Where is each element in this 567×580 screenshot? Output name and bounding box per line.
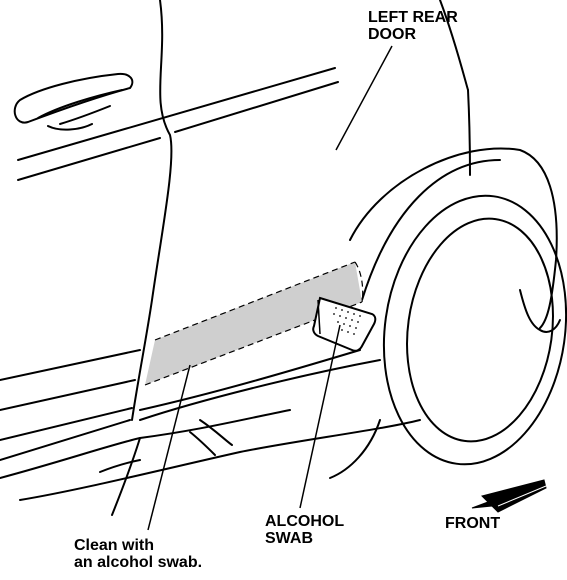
wheel-arch-inner: [361, 159, 501, 301]
skirt-detail-2: [189, 431, 216, 456]
label-clean-instruction-line-2: an alcohol swab.: [74, 554, 203, 571]
skirt-bottom: [19, 419, 421, 501]
mud-flap-edge: [519, 289, 561, 333]
label-alcohol-swab-line-1: ALCOHOL: [265, 513, 345, 530]
label-front: FRONT: [445, 515, 501, 532]
skirt-detail-3: [199, 419, 233, 446]
quarter-panel-line-2: [439, 0, 469, 91]
lower-body-line: [139, 359, 381, 421]
cleaning-area: [145, 262, 362, 385]
label-clean-instruction: Clean with an alcohol swab.: [74, 537, 202, 571]
rocker-line-2: [0, 379, 136, 411]
alcohol-swab-icon: [312, 296, 377, 352]
label-left-rear-door-line-2: DOOR: [368, 26, 416, 43]
label-clean-instruction-line-1: Clean with: [74, 537, 155, 554]
sill-edge: [0, 409, 291, 479]
rocker-line-3: [0, 407, 133, 441]
door-seam: [131, 0, 173, 421]
tire-inner: [406, 217, 554, 443]
rocker-line-4: [0, 419, 131, 461]
leader-line-clean: [147, 364, 191, 531]
label-alcohol-swab-line-2: SWAB: [265, 530, 313, 547]
skirt-front-curve: [111, 437, 141, 516]
cleaning-area-edge-right: [354, 261, 364, 303]
label-left-rear-door: LEFT REAR DOOR: [368, 9, 458, 43]
quarter-panel-line: [467, 89, 471, 176]
cleaning-area-edge-top: [154, 261, 356, 341]
wheel-arch-outer: [349, 147, 558, 329]
tire-outer: [382, 194, 567, 466]
skirt-detail-1: [99, 459, 141, 473]
leader-line-alcohol-swab: [299, 324, 341, 509]
lower-body-line-2: [139, 349, 361, 411]
door-handle: [13, 72, 134, 131]
skirt-rear-curve: [329, 419, 381, 479]
door-upper-line: [17, 67, 336, 161]
leader-line-left-rear-door: [335, 45, 393, 151]
front-arrow-icon: [471, 479, 547, 513]
label-left-rear-door-line-1: LEFT REAR: [368, 9, 458, 26]
door-upper-line-2: [17, 137, 161, 181]
rocker-line-1: [0, 349, 141, 381]
door-beltline: [174, 81, 339, 133]
label-alcohol-swab: ALCOHOL SWAB: [265, 513, 344, 547]
